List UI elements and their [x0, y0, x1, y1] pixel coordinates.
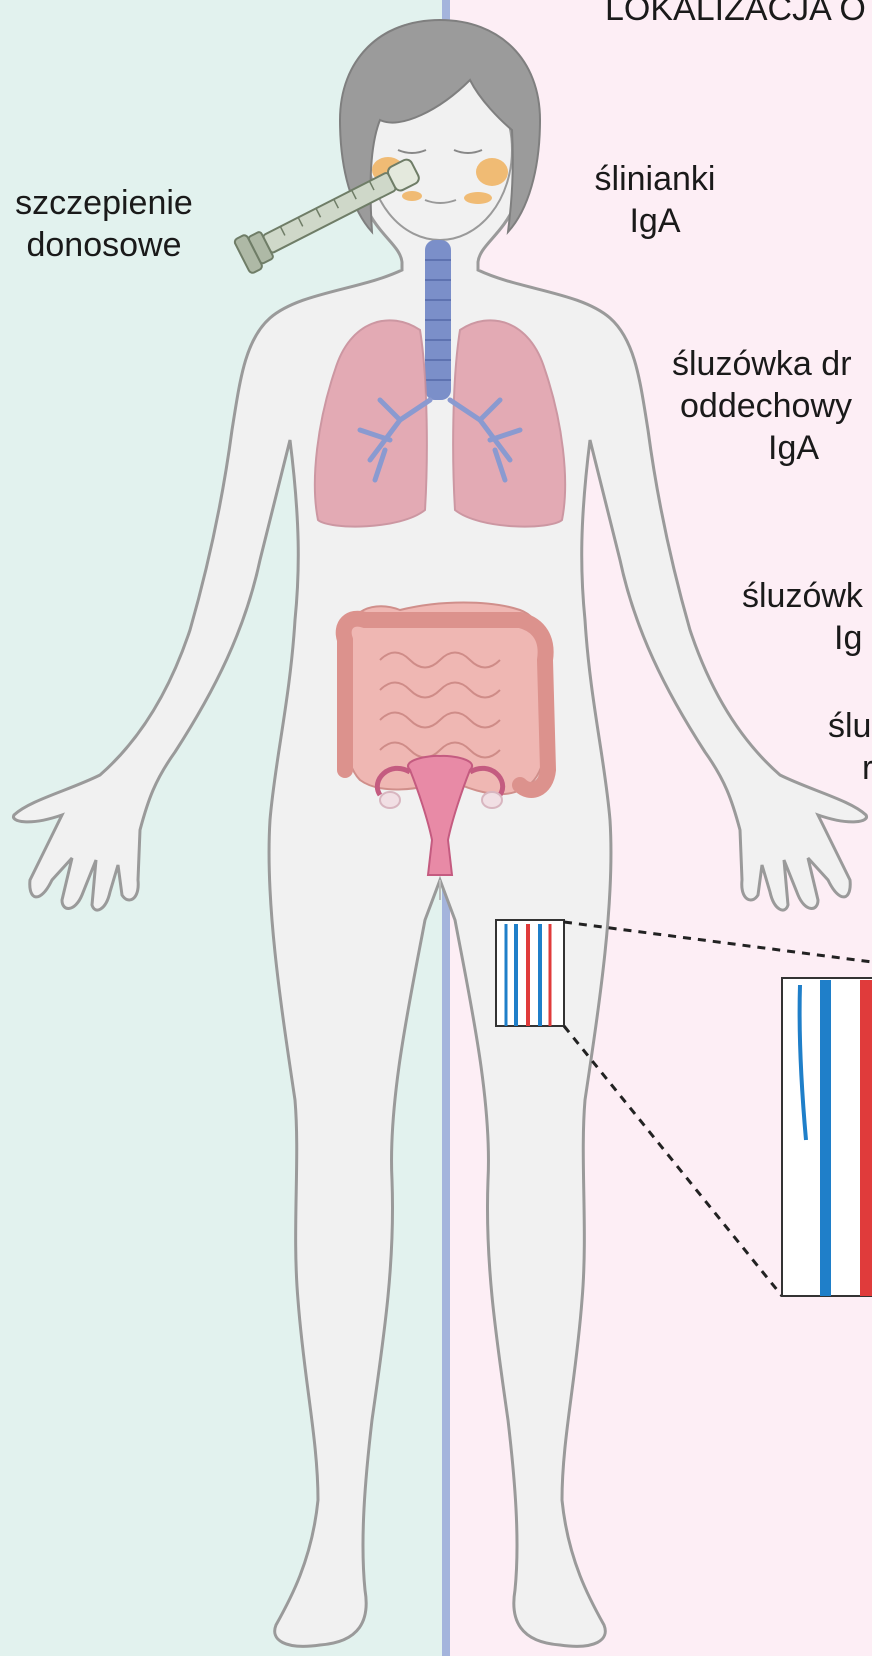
intranasal-line1: szczepienie	[4, 182, 204, 224]
gut-mucosa-label: śluzówk Ig	[742, 575, 872, 659]
header-title-partial: LOKALIZACJA O	[605, 0, 866, 30]
intranasal-vaccination-label: szczepienie donosowe	[4, 182, 204, 266]
salivary-line2: IgA	[580, 200, 730, 242]
intranasal-line2: donosowe	[4, 224, 204, 266]
respiratory-line2: oddechowy	[672, 385, 872, 427]
gut-line1: śluzówk	[742, 575, 872, 617]
gut-line2: Ig	[742, 617, 872, 659]
reproductive-line1: ślu	[828, 705, 872, 747]
salivary-glands-label: ślinianki IgA	[580, 158, 730, 242]
respiratory-line3: IgA	[672, 427, 872, 469]
salivary-line1: ślinianki	[580, 158, 730, 200]
header-title-text: LOKALIZACJA O	[605, 0, 866, 30]
airway-icon	[425, 240, 451, 400]
reproductive-line2: r	[828, 747, 872, 789]
reproductive-mucosa-label: ślu r	[828, 705, 872, 789]
respiratory-mucosa-label: śluzówka dr oddechowy IgA	[672, 343, 872, 469]
respiratory-line1: śluzówka dr	[672, 343, 872, 385]
